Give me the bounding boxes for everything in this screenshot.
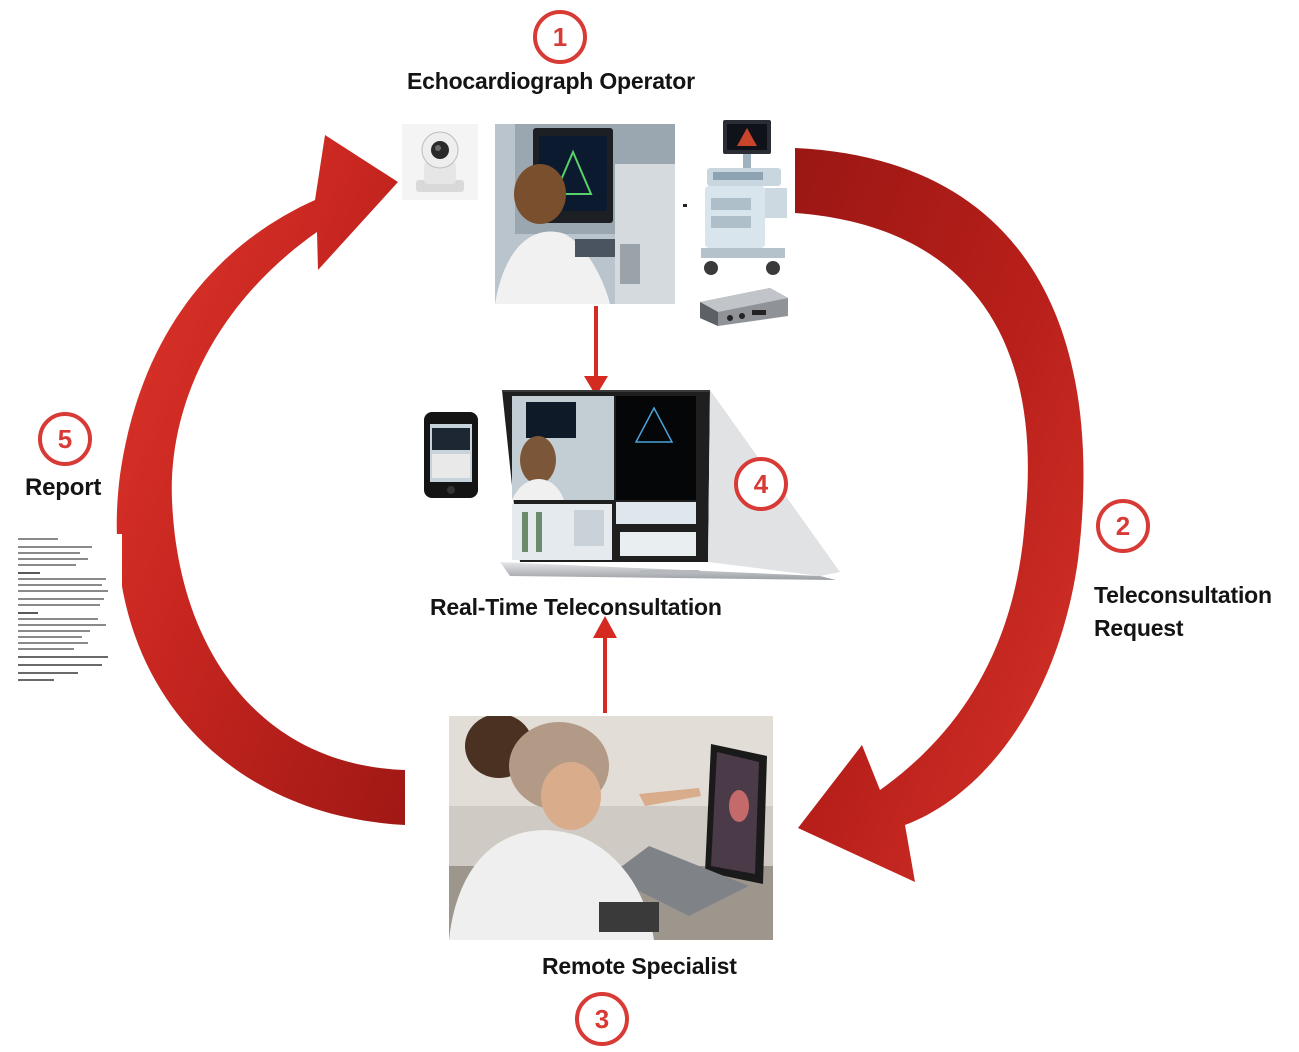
smartphone-icon [424, 412, 478, 498]
operator-label: Echocardiograph Operator [407, 68, 695, 94]
operator-at-station-photo [495, 124, 675, 304]
report-label: Report [25, 474, 102, 501]
ptz-camera-icon [402, 124, 478, 200]
ultrasound-cart-icon [701, 120, 787, 275]
specialist-to-laptop-arrowhead [593, 616, 617, 638]
remote-specialist-label: Remote Specialist [542, 953, 737, 979]
step-5-circle: 5 [38, 412, 92, 466]
specialist-at-laptop-photo [449, 716, 773, 940]
separator-dot [683, 204, 687, 207]
right-arc-arrow [795, 148, 1084, 882]
left-arc-arrow [116, 135, 405, 825]
teleconsultation-request-label-line2: Request [1094, 615, 1184, 641]
teleconsultation-request-label-line1: Teleconsultation [1094, 582, 1272, 608]
step-4-circle: 4 [734, 457, 788, 511]
operator-to-laptop-arrowhead [584, 376, 608, 396]
step-3-circle: 3 [575, 992, 629, 1046]
step-2-circle: 2 [1096, 499, 1150, 553]
realtime-teleconsultation-label: Real-Time Teleconsultation [430, 594, 722, 620]
laptop-icon [500, 390, 840, 580]
video-encoder-box-icon [700, 288, 788, 326]
report-document-icon [14, 534, 122, 684]
step-1-circle: 1 [533, 10, 587, 64]
